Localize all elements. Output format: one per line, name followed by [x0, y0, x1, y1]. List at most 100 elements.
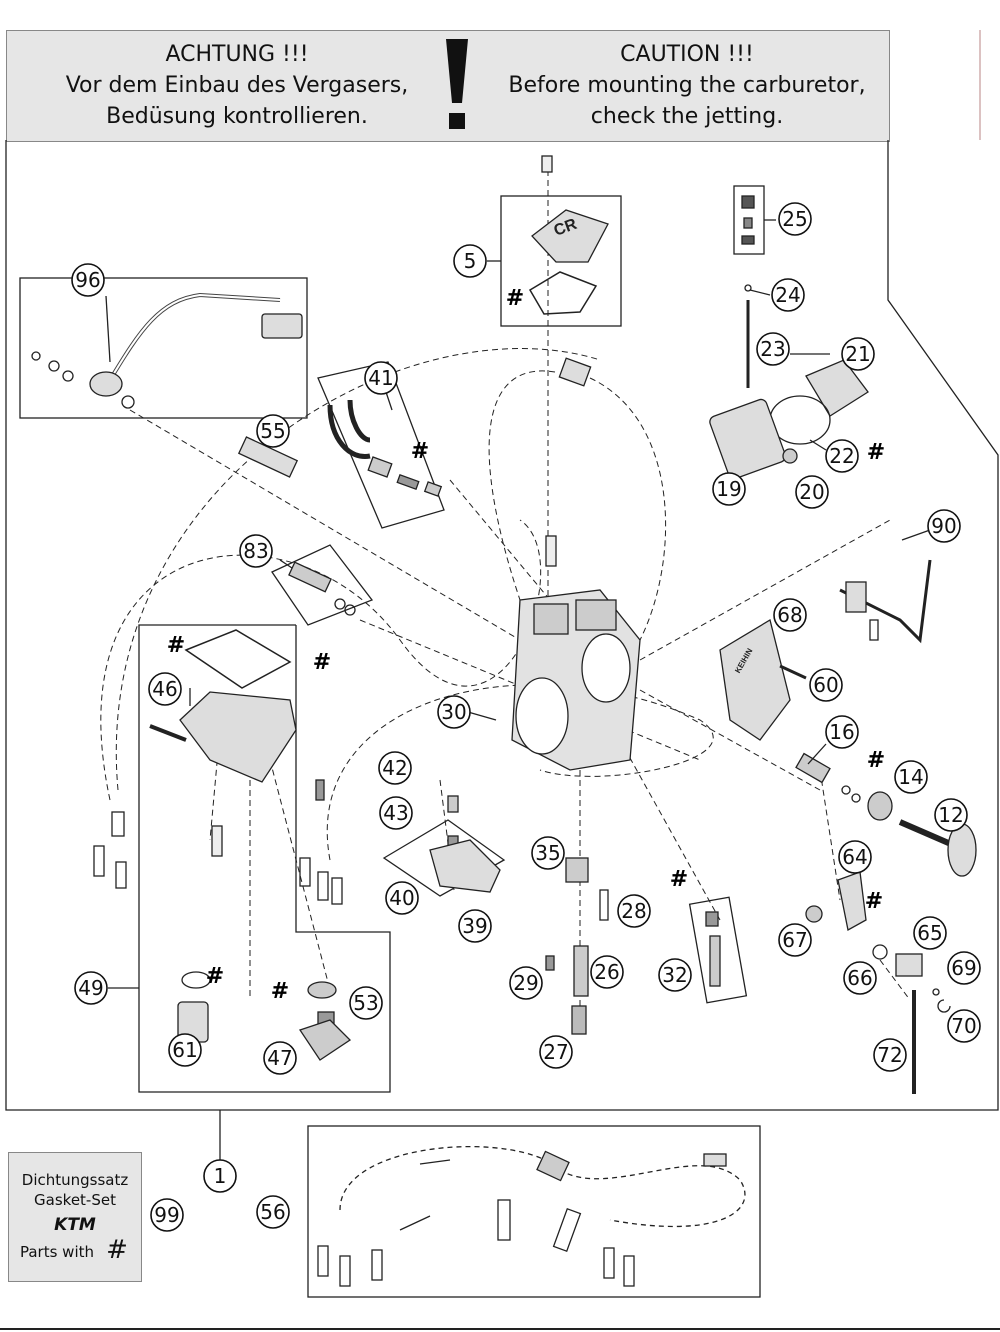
callout-circle [539, 1035, 573, 1069]
callout-circle [809, 668, 843, 702]
callout-number: 43 [383, 801, 408, 825]
callout-47: 47 [263, 1041, 297, 1075]
hash-marker: # [867, 748, 885, 773]
callout-circle [913, 916, 947, 950]
callout-circle [590, 955, 624, 989]
callout-circle [825, 439, 859, 473]
ktm-logo: KTM [54, 1215, 96, 1235]
callout-40: 40 [385, 881, 419, 915]
callout-35: 35 [531, 836, 565, 870]
callout-90: 90 [927, 509, 961, 543]
callout-61: 61 [168, 1033, 202, 1067]
callout-69: 69 [947, 951, 981, 985]
warning-german-title: ACHTUNG !!! [165, 42, 309, 67]
main-frame [5, 140, 999, 1111]
bottom-rule [0, 1328, 1000, 1330]
callout-circle [947, 1009, 981, 1043]
callout-number: 61 [172, 1038, 197, 1062]
callout-25: 25 [778, 202, 812, 236]
callout-number: 72 [877, 1043, 902, 1067]
callout-27: 27 [539, 1035, 573, 1069]
callout-32: 32 [658, 958, 692, 992]
callout-number: 32 [662, 963, 687, 987]
callout-23: 23 [756, 332, 790, 366]
callout-circle [150, 1198, 184, 1232]
callout-12: 12 [934, 798, 968, 832]
callout-number: 55 [260, 419, 285, 443]
hash-marker: # [313, 650, 331, 675]
callout-circle [873, 1038, 907, 1072]
gasket-set-title-de: Dichtungssatz [21, 1171, 129, 1189]
callout-65: 65 [913, 916, 947, 950]
callout-number: 67 [782, 928, 807, 952]
warning-english-line2: check the jetting. [590, 104, 784, 129]
callout-circle [778, 202, 812, 236]
callout-circle [756, 332, 790, 366]
callout-circle [894, 760, 928, 794]
callout-circle [168, 1033, 202, 1067]
callout-number: 69 [951, 956, 976, 980]
callout-number: 99 [154, 1203, 179, 1227]
callout-number: 47 [267, 1046, 292, 1070]
callout-circle [509, 966, 543, 1000]
callout-1: 1 [203, 1159, 237, 1193]
callout-70: 70 [947, 1009, 981, 1043]
callout-number: 22 [829, 444, 854, 468]
warning-english-title: CAUTION !!! [620, 42, 754, 67]
callout-number: 60 [813, 673, 838, 697]
callout-42: 42 [378, 751, 412, 785]
callout-number: 41 [368, 366, 393, 390]
callout-circle [658, 958, 692, 992]
callout-14: 14 [894, 760, 928, 794]
box-41 [317, 361, 445, 529]
callout-19: 19 [712, 472, 746, 506]
callout-number: 39 [462, 914, 487, 938]
callout-67: 67 [778, 923, 812, 957]
callout-circle [458, 909, 492, 943]
callout-number: 21 [845, 342, 870, 366]
gasket-set-hash: # [106, 1235, 128, 1265]
callout-circle [385, 881, 419, 915]
callout-55: 55 [256, 414, 290, 448]
callout-circle [256, 1195, 290, 1229]
callout-circle [453, 244, 487, 278]
callout-number: 19 [716, 477, 741, 501]
callout-circle [263, 1041, 297, 1075]
callout-number: 14 [898, 765, 923, 789]
callout-26: 26 [590, 955, 624, 989]
callout-number: 56 [260, 1200, 285, 1224]
callout-96: 96 [71, 263, 105, 297]
callout-number: 23 [760, 337, 785, 361]
callout-number: 1 [214, 1164, 227, 1188]
callout-number: 65 [917, 921, 942, 945]
callout-circle [239, 534, 273, 568]
warning-banner: ACHTUNG !!! Vor dem Einbau des Vergasers… [6, 30, 890, 142]
callout-number: 42 [382, 756, 407, 780]
callout-99: 99 [150, 1198, 184, 1232]
warning-english: CAUTION !!! Before mounting the carburet… [477, 39, 897, 132]
hash-marker: # [411, 439, 429, 464]
callout-83: 83 [239, 534, 273, 568]
callout-circle [795, 475, 829, 509]
hash-marker: # [271, 979, 289, 1004]
callout-number: 26 [594, 960, 619, 984]
callout-22: 22 [825, 439, 859, 473]
callout-circle [841, 337, 875, 371]
callout-72: 72 [873, 1038, 907, 1072]
callout-circle [825, 715, 859, 749]
hash-marker: # [670, 867, 688, 892]
callout-circle [378, 751, 412, 785]
callout-circle [927, 509, 961, 543]
callout-number: 12 [938, 803, 963, 827]
callout-circle [773, 598, 807, 632]
callout-number: 64 [842, 845, 867, 869]
callout-29: 29 [509, 966, 543, 1000]
carburetor-body [511, 357, 641, 771]
callout-circle [437, 695, 471, 729]
gasket-set-parts-with: Parts with [19, 1243, 95, 1261]
callout-number: 49 [78, 976, 103, 1000]
callout-number: 20 [799, 480, 824, 504]
